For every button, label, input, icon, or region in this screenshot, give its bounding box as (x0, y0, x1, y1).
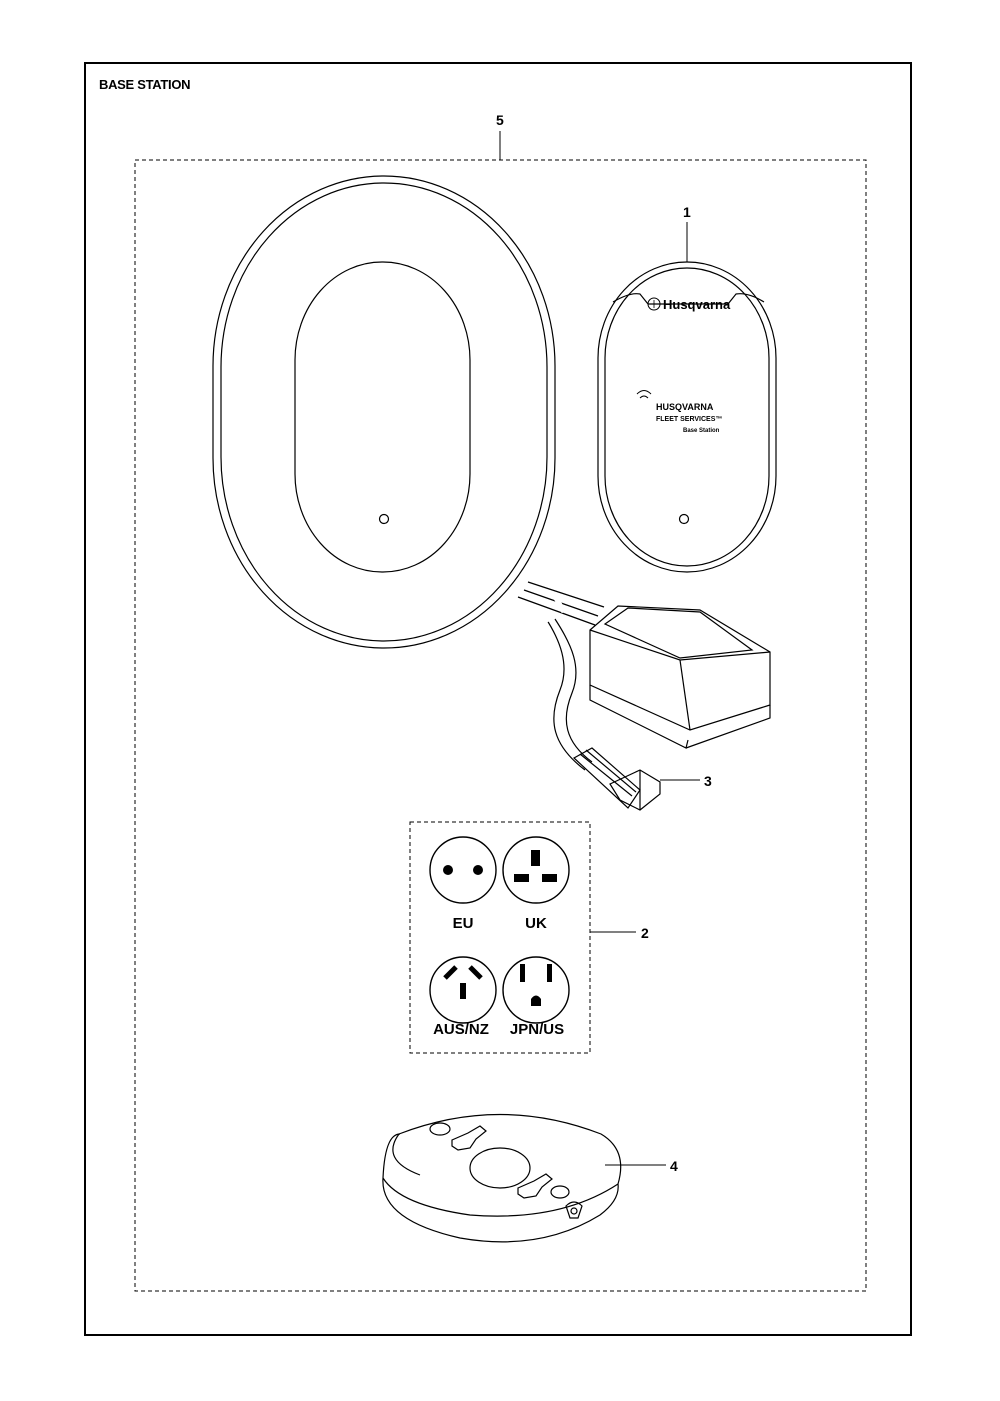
callout-3: 3 (704, 773, 712, 789)
label-line-1: HUSQVARNA (656, 402, 714, 412)
socket-aus-icon (429, 956, 497, 1024)
plug-label-uk: UK (525, 915, 547, 932)
page-title: BASE STATION (99, 77, 191, 92)
label-line-3: Base Station (683, 428, 720, 434)
kit-group-box (134, 159, 867, 1292)
plug-label-aus: AUS/NZ (433, 1021, 489, 1038)
callout-1: 1 (683, 204, 691, 220)
mounting-base-icon (382, 1113, 622, 1243)
callout-5: 5 (496, 112, 504, 128)
socket-eu-icon (429, 836, 497, 904)
power-adapter-icon (589, 605, 771, 749)
plug-label-jpn: JPN/US (510, 1021, 564, 1038)
cover-brand-logo: Husqvarna (663, 297, 731, 312)
base-station-unit-icon (212, 175, 556, 649)
cable-icon (517, 581, 605, 771)
plug-label-eu: EU (453, 915, 474, 932)
socket-uk-icon (502, 836, 570, 904)
page-frame (84, 62, 912, 1336)
label-line-2: FLEET SERVICES™ (656, 416, 722, 423)
plug-adapters-box (409, 821, 591, 1054)
callout-4: 4 (670, 1158, 678, 1174)
socket-us-icon (502, 956, 570, 1024)
ethernet-plug-icon (572, 747, 661, 811)
callout-2: 2 (641, 925, 649, 941)
